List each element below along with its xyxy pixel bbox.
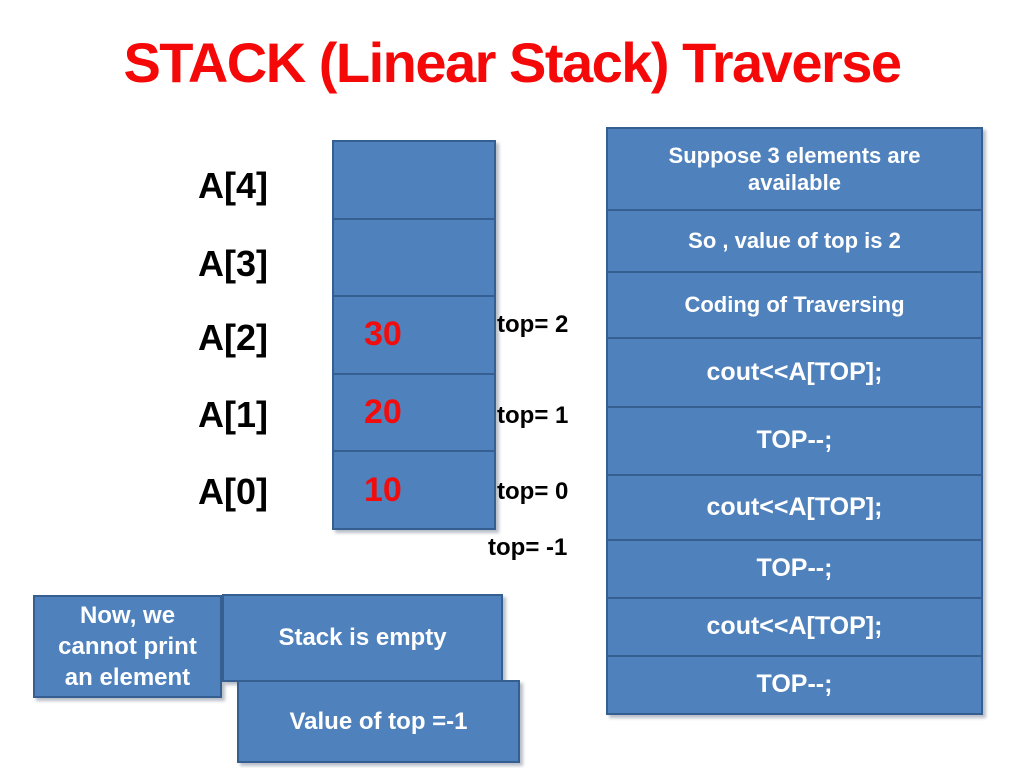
step-suppose-elements: Suppose 3 elements are available (608, 129, 981, 211)
step-cout-1: cout<<A[TOP]; (608, 339, 981, 408)
array-label-a0: A[0] (198, 471, 268, 512)
top-pointer-1: top= 1 (497, 402, 569, 429)
stack-cell-3 (334, 220, 494, 298)
slide-title: STACK (Linear Stack) Traverse (123, 31, 902, 94)
stack-cell-4 (334, 142, 494, 220)
stack-cell-1: 20 (334, 375, 494, 453)
stack-cell-2: 30 (334, 297, 494, 375)
step-cout-2: cout<<A[TOP]; (608, 476, 981, 541)
step-value-of-top: So , value of top is 2 (608, 211, 981, 273)
top-pointer-0: top= 0 (497, 478, 569, 505)
step-cout-3: cout<<A[TOP]; (608, 599, 981, 657)
step-coding-heading: Coding of Traversing (608, 273, 981, 339)
stack-diagram: 30 20 10 (332, 140, 496, 530)
traversal-steps-column: Suppose 3 elements are available So , va… (606, 127, 983, 715)
callout-cannot-print: Now, we cannot print an element (33, 595, 222, 698)
top-pointer-2: top= 2 (497, 311, 569, 338)
top-pointer-minus1: top= -1 (488, 534, 568, 561)
step-top-decrement-3: TOP--; (756, 670, 833, 699)
step-top-decrement-1: TOP--; (608, 408, 981, 476)
array-label-a4: A[4] (198, 165, 268, 206)
array-label-a1: A[1] (198, 394, 268, 435)
callout-stack-empty: Stack is empty (222, 594, 503, 682)
array-label-a3: A[3] (198, 243, 268, 284)
callout-value-of-top: Value of top =-1 (237, 680, 520, 763)
step-top-decrement-2: TOP--; (608, 541, 981, 599)
stack-cell-0: 10 (364, 470, 402, 509)
array-label-a2: A[2] (198, 317, 268, 358)
